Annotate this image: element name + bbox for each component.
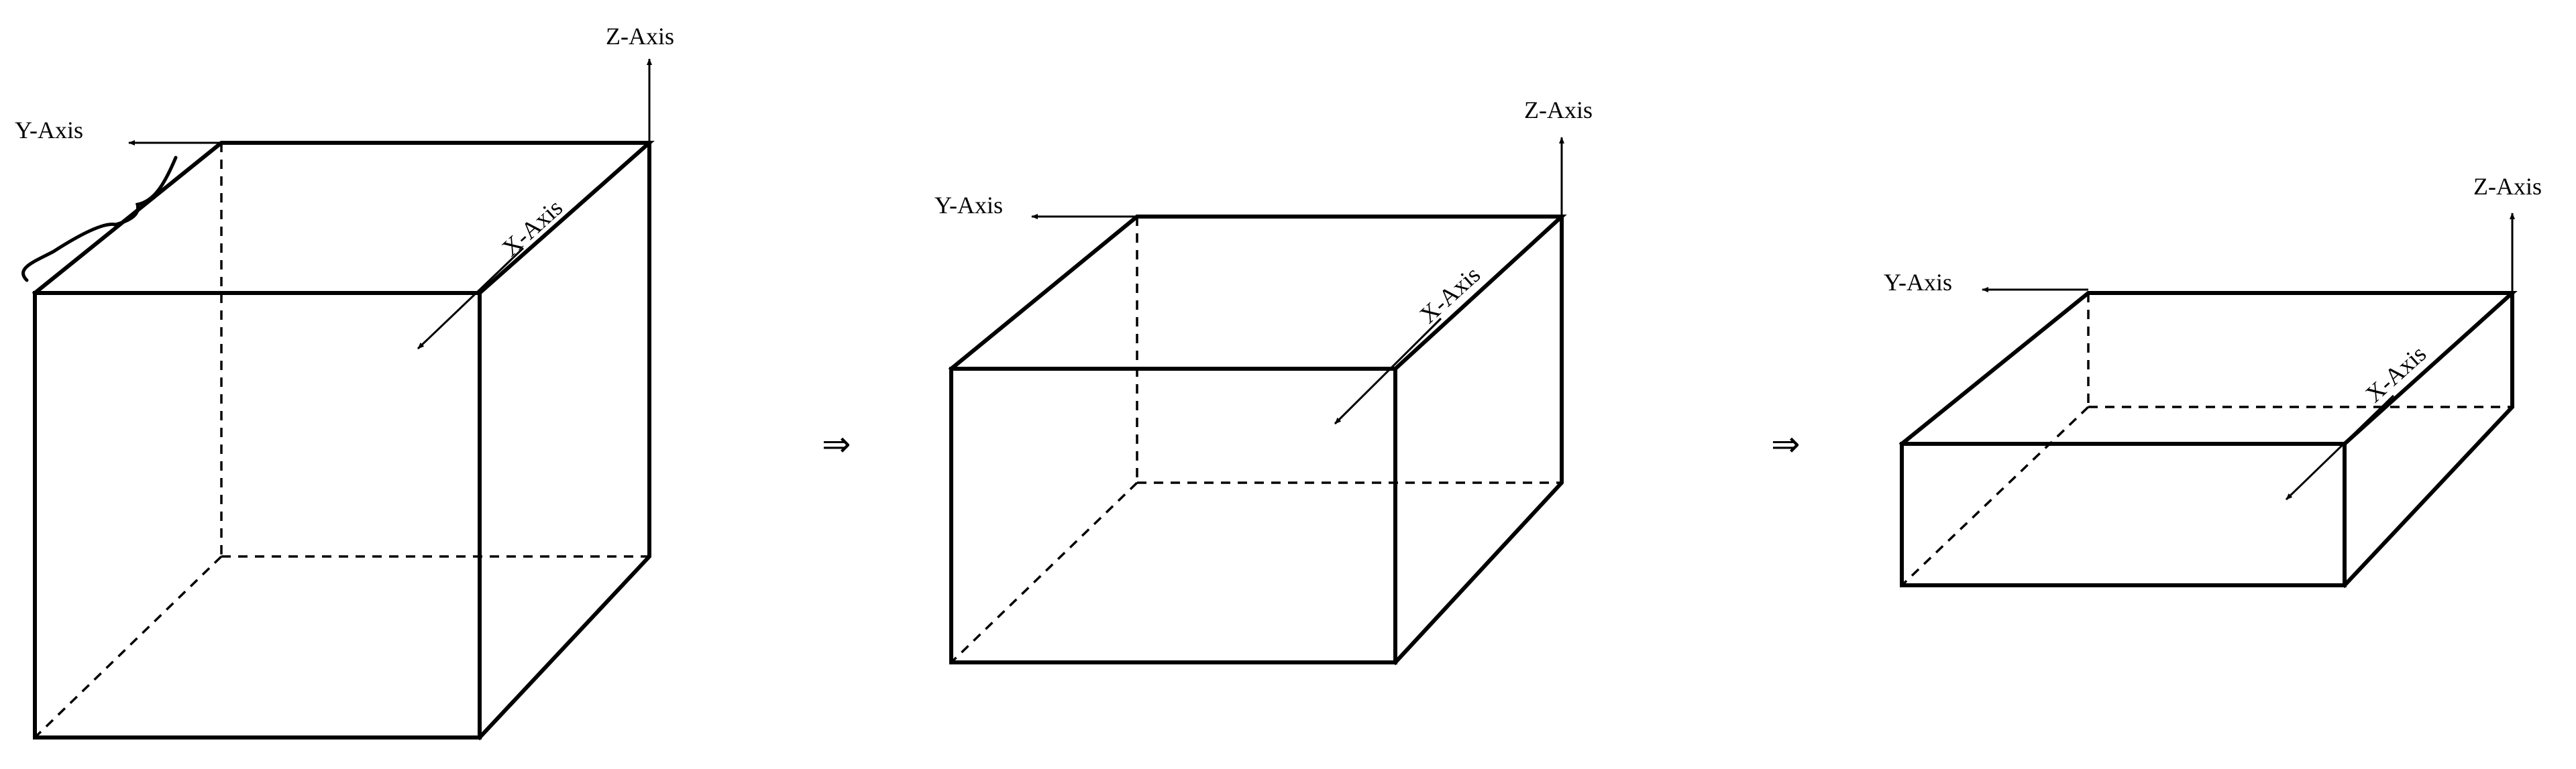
- y-axis-label: Y-Axis: [934, 192, 1003, 219]
- flat-box: Y-Axis Z-Axis X-Axis: [1884, 173, 2542, 589]
- x-axis-arrow: [2285, 394, 2395, 501]
- z-axis-label: Z-Axis: [2473, 173, 2542, 200]
- medium-box: Y-Axis Z-Axis X-Axis: [934, 97, 1593, 666]
- z-axis-label: Z-Axis: [1524, 97, 1593, 123]
- z-axis-label: Z-Axis: [606, 23, 674, 50]
- x-axis-arrow: [1334, 317, 1442, 425]
- transition-arrow: ⇒: [1771, 424, 1801, 465]
- front-face: [949, 367, 1397, 664]
- hidden-edge: [1900, 406, 2090, 587]
- hidden-edge: [950, 481, 1138, 664]
- hidden-edge: [34, 555, 223, 739]
- y-axis-label: Y-Axis: [1884, 269, 1952, 296]
- right-face: [2341, 291, 2514, 589]
- x-axis-arrow: [417, 247, 525, 350]
- top-face: [948, 215, 1567, 372]
- cube-box: Y-Axis Z-Axis X-Axis: [15, 23, 674, 741]
- front-face: [1900, 442, 2347, 587]
- right-face: [476, 141, 651, 741]
- x-axis-label: X-Axis: [497, 194, 568, 261]
- y-axis-label: Y-Axis: [15, 117, 83, 143]
- right-face: [1392, 215, 1564, 666]
- transition-arrow: ⇒: [822, 424, 851, 465]
- top-face: [1898, 291, 2518, 447]
- thickness-brace: [21, 156, 178, 282]
- top-face: [32, 141, 655, 296]
- front-face: [33, 291, 482, 740]
